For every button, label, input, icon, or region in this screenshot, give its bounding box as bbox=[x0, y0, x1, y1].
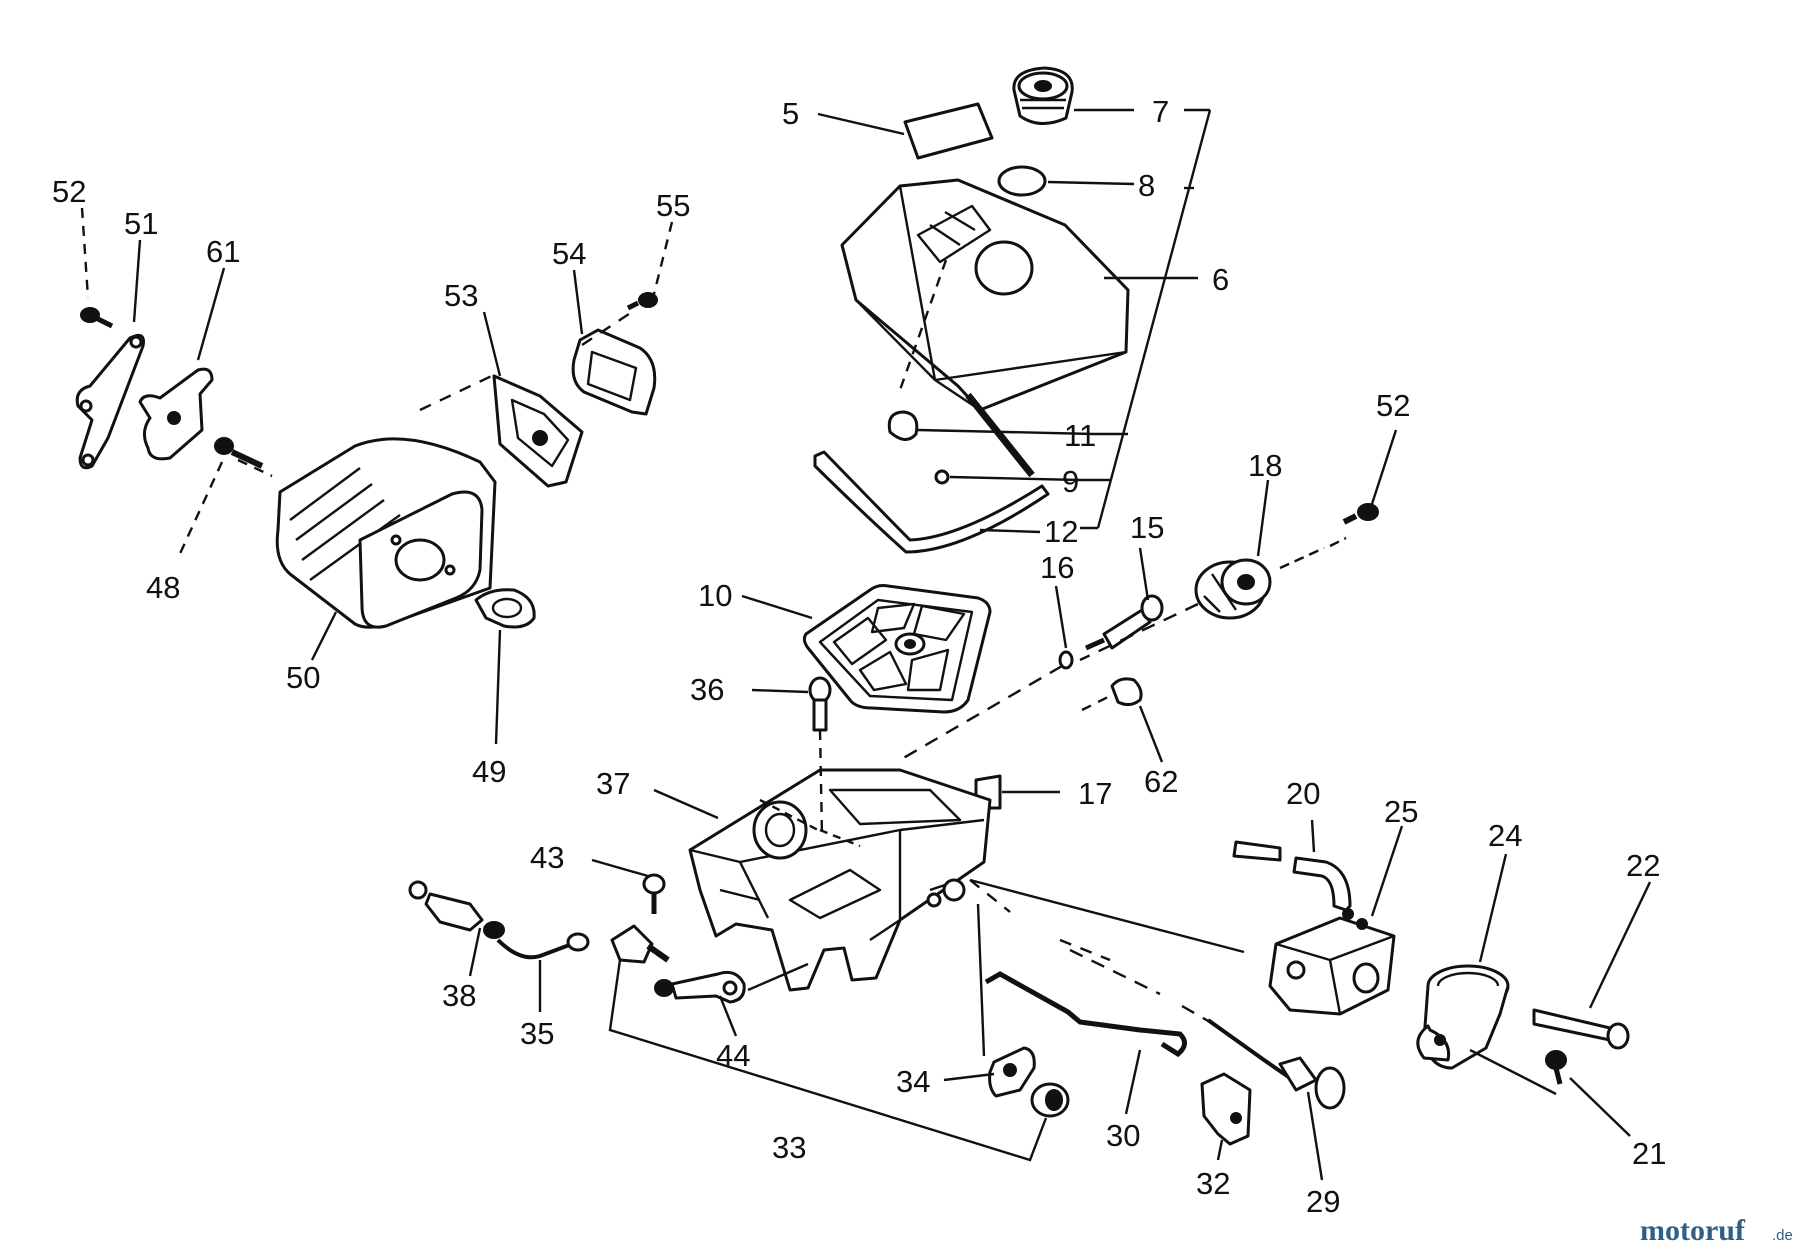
part-52-bolt-right bbox=[1342, 503, 1379, 525]
label-24: 24 bbox=[1488, 818, 1522, 853]
label-7: 7 bbox=[1152, 94, 1169, 129]
watermark-suffix: .de bbox=[1772, 1227, 1793, 1244]
label-8: 8 bbox=[1138, 168, 1155, 203]
label-11: 11 bbox=[1064, 418, 1096, 453]
label-18: 18 bbox=[1248, 448, 1282, 483]
label-62: 62 bbox=[1144, 764, 1178, 799]
part-43-bolt bbox=[642, 873, 666, 914]
part-7-cap bbox=[1012, 66, 1074, 125]
part-33-washer bbox=[1030, 1082, 1070, 1118]
label-50: 50 bbox=[286, 660, 320, 695]
part-48-screw bbox=[214, 437, 264, 469]
label-22: 22 bbox=[1626, 848, 1660, 883]
label-52-right: 52 bbox=[1376, 388, 1410, 423]
label-15: 15 bbox=[1130, 510, 1164, 545]
part-35-wire bbox=[496, 932, 590, 960]
part-33-switch bbox=[610, 924, 670, 964]
part-15-shaft bbox=[1084, 594, 1164, 651]
label-12: 12 bbox=[1044, 514, 1078, 549]
label-6: 6 bbox=[1212, 262, 1229, 297]
watermark: motoruf .de bbox=[1640, 1214, 1793, 1247]
part-54-cover bbox=[571, 328, 657, 416]
part-44-lever bbox=[654, 970, 746, 1004]
part-51-plate bbox=[75, 333, 145, 470]
label-52-left: 52 bbox=[52, 174, 86, 209]
part-labels: 5 7 8 6 11 9 12 52 51 61 55 54 53 48 50 … bbox=[52, 94, 1666, 1219]
part-32-block bbox=[1200, 1072, 1252, 1146]
part-53-plate bbox=[492, 374, 584, 488]
part-8-oring bbox=[997, 165, 1047, 197]
label-21: 21 bbox=[1632, 1136, 1666, 1171]
label-49: 49 bbox=[472, 754, 506, 789]
part-22-screw bbox=[1532, 1008, 1630, 1050]
label-25: 25 bbox=[1384, 794, 1418, 829]
part-50-muffler bbox=[275, 437, 497, 629]
label-5: 5 bbox=[782, 96, 799, 131]
label-16: 16 bbox=[1040, 550, 1074, 585]
part-5-decal bbox=[903, 102, 994, 160]
label-53: 53 bbox=[444, 278, 478, 313]
part-61-plate bbox=[138, 367, 214, 461]
label-29: 29 bbox=[1306, 1184, 1340, 1219]
part-9-small-oring bbox=[934, 469, 950, 485]
part-34-plate bbox=[988, 1046, 1036, 1098]
label-35: 35 bbox=[520, 1016, 554, 1051]
part-10-filter bbox=[802, 584, 992, 714]
label-32: 32 bbox=[1196, 1166, 1230, 1201]
label-61: 61 bbox=[206, 234, 240, 269]
watermark-brand: motoruf bbox=[1640, 1214, 1746, 1247]
part-18-pulley bbox=[1194, 558, 1272, 620]
part-38-switch bbox=[408, 880, 505, 939]
label-37: 37 bbox=[596, 766, 630, 801]
part-30-rod bbox=[984, 971, 1187, 1058]
part-36-bolt bbox=[808, 676, 832, 732]
label-38: 38 bbox=[442, 978, 476, 1013]
leader-lines bbox=[80, 108, 1652, 1181]
label-20: 20 bbox=[1286, 776, 1320, 811]
label-33: 33 bbox=[772, 1130, 806, 1165]
part-25-carburetor bbox=[1268, 908, 1396, 1016]
part-37-crankcase bbox=[688, 768, 992, 992]
part-16-ring bbox=[1058, 650, 1074, 670]
label-36: 36 bbox=[690, 672, 724, 707]
label-51: 51 bbox=[124, 206, 158, 241]
label-44: 44 bbox=[716, 1038, 750, 1073]
part-29-choke bbox=[1206, 1018, 1346, 1110]
part-11-seal bbox=[887, 392, 1035, 478]
label-30: 30 bbox=[1106, 1118, 1140, 1153]
label-55: 55 bbox=[656, 188, 690, 223]
label-9: 9 bbox=[1062, 464, 1079, 499]
label-43: 43 bbox=[530, 840, 564, 875]
label-54: 54 bbox=[552, 236, 586, 271]
part-6-top-cover bbox=[840, 178, 1130, 412]
label-48: 48 bbox=[146, 570, 180, 605]
part-49-gasket bbox=[474, 588, 536, 629]
part-52-bolt-left bbox=[80, 307, 114, 329]
part-24-manifold bbox=[1416, 964, 1510, 1070]
label-17: 17 bbox=[1078, 776, 1112, 811]
part-20-hoses bbox=[1232, 840, 1352, 912]
part-21-screw bbox=[1545, 1050, 1567, 1085]
part-12-gasket bbox=[813, 450, 1050, 554]
part-55-bolt bbox=[626, 292, 658, 311]
label-10: 10 bbox=[698, 578, 732, 613]
part-62-plug bbox=[1110, 677, 1143, 707]
label-34: 34 bbox=[896, 1064, 930, 1099]
